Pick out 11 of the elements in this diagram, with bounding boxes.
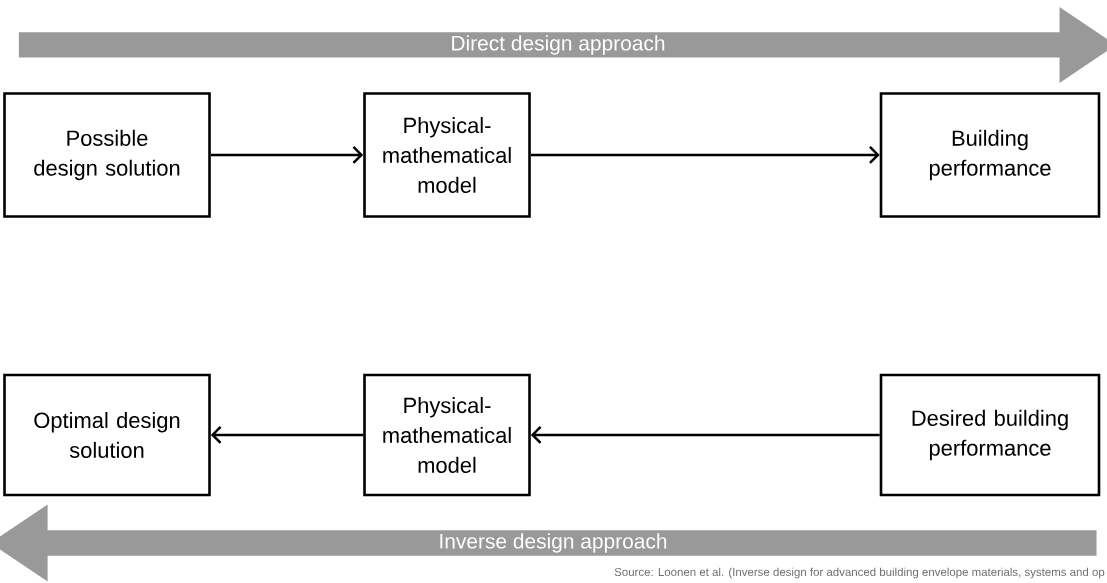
arrow xyxy=(530,426,880,444)
process-box: Physical-mathematical model xyxy=(363,92,531,218)
arrow xyxy=(210,426,364,444)
arrow xyxy=(530,146,880,164)
process-box: Optimal design solution xyxy=(3,373,211,497)
process-box: Possible design solution xyxy=(3,92,211,218)
process-box: Desired building performance xyxy=(879,373,1101,497)
process-box: Physical-mathematical model xyxy=(363,373,531,497)
process-box: Building performance xyxy=(879,92,1101,218)
arrow xyxy=(210,146,364,164)
direction-band: Direct design approach xyxy=(18,7,1107,83)
